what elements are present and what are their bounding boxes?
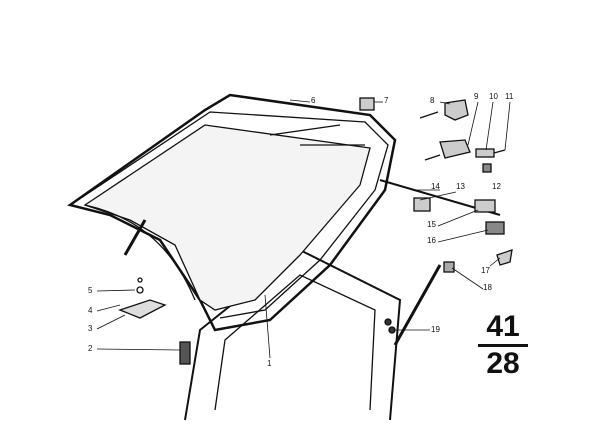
part-label-10: 10 — [489, 92, 498, 101]
group-number-bottom: 28 — [486, 347, 520, 380]
part-label-13: 13 — [456, 182, 465, 191]
part-label-5: 5 — [88, 286, 93, 295]
part-label-2: 2 — [88, 344, 93, 353]
part-label-12: 12 — [492, 182, 501, 191]
part-label-4: 4 — [88, 306, 93, 315]
group-number-top: 41 — [486, 310, 520, 343]
group-number: 41 28 — [478, 312, 528, 379]
part-label-14: 14 — [431, 182, 440, 191]
part-label-6: 6 — [311, 96, 316, 105]
part-label-1: 1 — [267, 359, 272, 368]
part-label-9: 9 — [474, 92, 479, 101]
hood-frame — [67, 93, 397, 332]
part-label-3: 3 — [88, 324, 93, 333]
part-label-19: 19 — [431, 325, 440, 334]
part-label-18: 18 — [483, 283, 492, 292]
part-label-8: 8 — [430, 96, 435, 105]
part-label-11: 11 — [505, 92, 514, 101]
group-number-divider — [478, 344, 528, 347]
part-label-7: 7 — [384, 96, 389, 105]
part-label-16: 16 — [427, 236, 436, 245]
part-label-17: 17 — [481, 266, 490, 275]
part-label-15: 15 — [427, 220, 436, 229]
hood-panel — [83, 124, 371, 311]
